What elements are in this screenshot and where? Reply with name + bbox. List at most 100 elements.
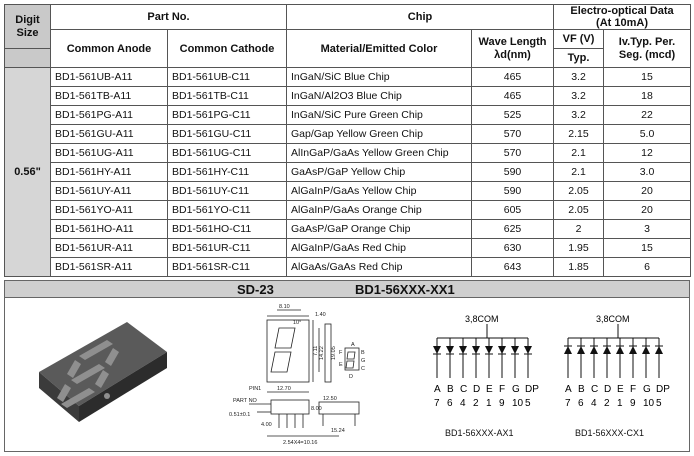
seg-label-b: B — [361, 350, 365, 356]
cell-cathode: BD1-561UG-C11 — [167, 143, 287, 163]
cell-wavelength: 570 — [470, 124, 555, 144]
cell-iv: 3.0 — [603, 162, 692, 182]
segment-label: D — [473, 384, 480, 395]
segment-label: B — [447, 384, 454, 395]
segment-label: E — [486, 384, 493, 395]
cell-vf: 3.2 — [553, 105, 605, 125]
pin-number: 1 — [486, 398, 492, 409]
segment-label: F — [499, 384, 505, 395]
cell-iv: 18 — [603, 86, 692, 106]
segment-label: E — [617, 384, 624, 395]
cell-cathode: BD1-561UR-C11 — [167, 238, 287, 258]
pin-number: 9 — [630, 398, 636, 409]
cell-iv: 6 — [603, 257, 692, 277]
cell-cathode: BD1-561UY-C11 — [167, 181, 287, 201]
cell-cathode: BD1-561HO-C11 — [167, 219, 287, 239]
header-common-anode: Common Anode — [50, 29, 168, 68]
seg-label-e: E — [339, 362, 343, 368]
seven-segment-digit-icon — [57, 340, 119, 408]
seg-label-c: C — [361, 366, 365, 372]
led-diode-icon — [524, 338, 532, 378]
dim-side-width: 12.50 — [323, 396, 337, 402]
cell-vf: 1.95 — [553, 238, 605, 258]
dim-seg-height: 14.22 — [319, 346, 325, 360]
pin-number: 4 — [591, 398, 597, 409]
header-material: Material/Emitted Color — [286, 29, 472, 68]
cell-vf: 2.05 — [553, 200, 605, 220]
header-wavelength-title: Wave Length — [478, 35, 547, 48]
led-diode-icon — [511, 338, 519, 378]
seg-label-a: A — [351, 342, 355, 348]
segment-label: F — [630, 384, 636, 395]
dim-angle: 10° — [293, 320, 301, 326]
led-diode-icon — [616, 338, 624, 378]
cell-iv: 22 — [603, 105, 692, 125]
cell-vf: 1.85 — [553, 257, 605, 277]
segment-label: DP — [525, 384, 539, 395]
header-digit-size: Digit Size — [4, 4, 51, 49]
cell-iv: 5.0 — [603, 124, 692, 144]
seg-label-g: G — [361, 358, 365, 364]
cell-material: AlGaAs/GaAs Red Chip — [286, 257, 472, 277]
dim-pin1: PIN1 — [249, 386, 261, 392]
segment-label: G — [643, 384, 651, 395]
header-chip: Chip — [285, 4, 555, 30]
cell-wavelength: 590 — [470, 162, 555, 182]
cell-anode: BD1-561UB-A11 — [50, 67, 168, 87]
cell-anode: BD1-561UG-A11 — [50, 143, 168, 163]
led-diode-icon — [472, 338, 480, 378]
header-electro-optical: Electro-optical Data (At 10mA) — [553, 4, 692, 30]
cell-wavelength: 630 — [470, 238, 555, 258]
pin-number: 5 — [656, 398, 662, 409]
pin-number: 2 — [604, 398, 610, 409]
header-electro-title: Electro-optical Data — [570, 5, 674, 18]
cell-cathode: BD1-561HY-C11 — [167, 162, 287, 182]
led-diode-icon — [642, 338, 650, 378]
led-diode-icon — [459, 338, 467, 378]
cell-vf: 3.2 — [553, 86, 605, 106]
led-diode-icon — [498, 338, 506, 378]
cell-iv: 15 — [603, 238, 692, 258]
schematic-caption-anode: BD1-56XXX-AX1 — [445, 428, 514, 438]
cell-anode: BD1-561HY-A11 — [50, 162, 168, 182]
product-photo — [39, 322, 167, 422]
dim-seg-pitch: 7.11 — [313, 346, 319, 356]
cell-iv: 20 — [603, 200, 692, 220]
led-diode-icon — [564, 338, 572, 378]
header-iv-title: Iv.Typ. Per. — [618, 35, 676, 48]
led-diode-icon — [655, 338, 663, 378]
cell-material: InGaN/Al2O3 Blue Chip — [286, 86, 472, 106]
pin-number: 7 — [565, 398, 571, 409]
header-iv: Iv.Typ. Per. Seg. (mcd) — [603, 29, 692, 68]
led-diode-icon — [433, 338, 441, 378]
header-common-cathode: Common Cathode — [167, 29, 287, 68]
cell-cathode: BD1-561YO-C11 — [167, 200, 287, 220]
dim-side-depth: 8.00 — [311, 406, 322, 412]
cell-wavelength: 605 — [470, 200, 555, 220]
cell-cathode: BD1-561PG-C11 — [167, 105, 287, 125]
pin-number: 4 — [460, 398, 466, 409]
digit-size-value: 0.56" — [4, 67, 51, 277]
cell-cathode: BD1-561TB-C11 — [167, 86, 287, 106]
dim-pin-dia: 0.51±0.1 — [229, 412, 250, 418]
cell-material: GaAsP/GaP Yellow Chip — [286, 162, 472, 182]
cell-wavelength: 570 — [470, 143, 555, 163]
cell-material: AlGaInP/GaAs Orange Chip — [286, 200, 472, 220]
cell-iv: 3 — [603, 219, 692, 239]
dim-pin-span: 15.24 — [331, 428, 345, 434]
cell-vf: 2.15 — [553, 124, 605, 144]
cell-material: AlGaInP/GaAs Yellow Chip — [286, 181, 472, 201]
pin-number: 1 — [617, 398, 623, 409]
datasheet-sheet: Digit Size Part No. Chip Electro-optical… — [4, 4, 692, 452]
header-wavelength-unit: λd(nm) — [494, 48, 531, 61]
pin-number: 2 — [473, 398, 479, 409]
